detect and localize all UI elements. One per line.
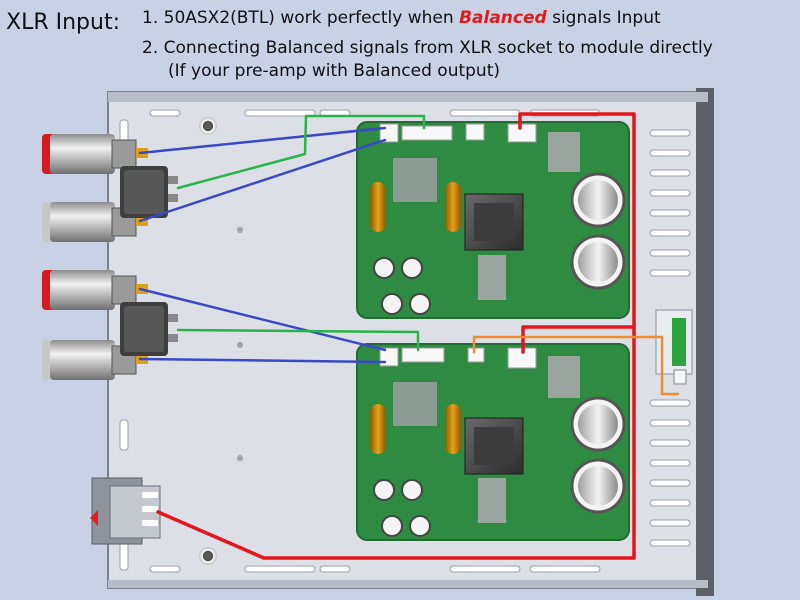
amplifier-module-bottom bbox=[356, 343, 630, 541]
power-wire-red bbox=[521, 325, 636, 354]
rca-jack-icon bbox=[42, 340, 148, 380]
signal-wire-blue bbox=[138, 126, 387, 155]
instruction-line-3: (If your pre-amp with Balanced output) bbox=[168, 61, 501, 81]
ground-wire-green bbox=[176, 328, 420, 352]
instruction-1-suffix: signals Input bbox=[546, 8, 661, 28]
amplifier-module-top bbox=[356, 121, 630, 319]
xlr-socket-icon bbox=[120, 302, 178, 356]
page-title: XLR Input: bbox=[6, 10, 120, 35]
rca-jack-icon bbox=[42, 134, 148, 174]
signal-wire-blue bbox=[138, 357, 387, 364]
signal-wire-blue bbox=[138, 138, 387, 223]
balanced-emphasis: Balanced bbox=[459, 8, 547, 28]
ground-wire-green bbox=[176, 114, 426, 190]
mounting-hole-icon bbox=[199, 117, 217, 135]
instruction-1-prefix: 1. 50ASX2(BTL) work perfectly when bbox=[142, 8, 460, 28]
mounting-hole-icon bbox=[199, 547, 217, 565]
wires bbox=[138, 112, 680, 560]
xlr-socket-icon bbox=[120, 166, 178, 218]
vent-slots bbox=[119, 109, 691, 573]
power-inlet-icon bbox=[90, 477, 161, 545]
signal-wire-blue bbox=[138, 287, 387, 352]
instruction-line-2: 2. Connecting Balanced signals from XLR … bbox=[142, 38, 713, 58]
rca-jack-icon bbox=[42, 270, 148, 310]
instruction-line-1: 1. 50ASX2(BTL) work perfectly when Balan… bbox=[142, 8, 661, 28]
switch-wire-orange bbox=[472, 335, 680, 396]
